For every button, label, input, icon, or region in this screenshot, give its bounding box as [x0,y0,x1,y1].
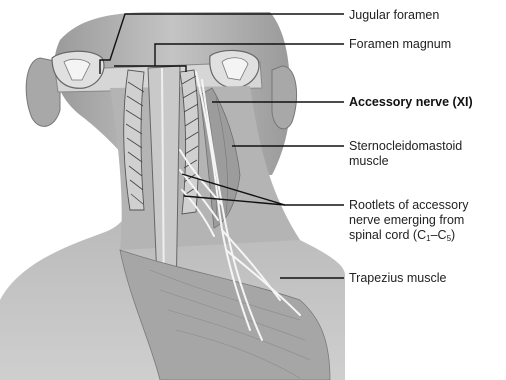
rootlets-suffix: ) [451,228,455,242]
label-rootlets-line1: Rootlets of accessory [349,198,469,213]
label-sternocleidomastoid-line2: muscle [349,154,462,169]
label-trapezius: Trapezius muscle [349,271,447,286]
label-rootlets-line2: nerve emerging from [349,213,469,228]
rootlets-prefix: spinal cord (C [349,228,426,242]
label-foramen-magnum: Foramen magnum [349,37,451,52]
label-accessory-nerve: Accessory nerve (XI) [349,95,473,110]
label-sternocleidomastoid: Sternocleido­mastoid muscle [349,139,462,169]
label-sternocleidomastoid-line1: Sternocleido­mastoid [349,139,462,154]
label-rootlets-line3: spinal cord (C1–C5) [349,228,469,246]
rootlets-dash: –C [431,228,447,242]
right-ear [272,66,297,129]
label-jugular-foramen: Jugular foramen [349,8,439,23]
label-rootlets: Rootlets of accessory nerve emerging fro… [349,198,469,246]
